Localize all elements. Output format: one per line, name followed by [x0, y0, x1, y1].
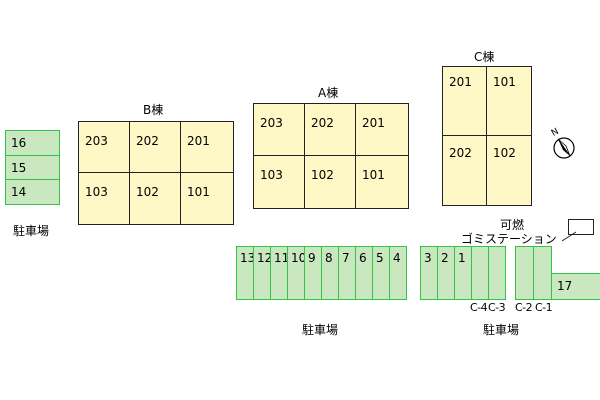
parking-slot-15[interactable]: 15	[5, 155, 60, 180]
unit-a-101[interactable]: 101	[362, 168, 385, 182]
unit-a-201[interactable]: 201	[356, 104, 408, 156]
parking-left: 16 15 14	[5, 130, 60, 205]
parking-slot-13[interactable]: 13	[236, 246, 255, 300]
parking-slot-1[interactable]: 1	[454, 246, 472, 300]
parking-bottom-right-b	[515, 246, 552, 300]
parking-slot-17[interactable]: 17	[551, 273, 600, 300]
unit-b-202[interactable]: 202	[130, 122, 181, 173]
parking-bottom-left-label: 駐車場	[302, 323, 339, 337]
parking-slot-14[interactable]: 14	[5, 179, 60, 205]
parking-slot-12[interactable]: 12	[253, 246, 272, 300]
unit-a-203[interactable]: 203	[254, 104, 305, 156]
parking-slot-8[interactable]: 8	[321, 246, 339, 300]
trash-label-line1: 可燃	[500, 218, 525, 232]
unit-b-203[interactable]: 203	[79, 122, 130, 173]
parking-slot-6[interactable]: 6	[355, 246, 373, 300]
unit-b-101[interactable]: 101	[187, 185, 210, 199]
parking-left-label: 駐車場	[13, 224, 50, 238]
unit-a-102[interactable]: 102	[305, 156, 356, 208]
building-b: 203 202 201 103 102 101	[78, 121, 234, 225]
parking-slot-3[interactable]: 3	[420, 246, 438, 300]
building-b-label: B棟	[143, 103, 164, 117]
parking-c1-label: C-1	[535, 301, 553, 314]
unit-b-201[interactable]: 201	[181, 122, 233, 173]
parking-slot-5[interactable]: 5	[372, 246, 390, 300]
parking-bottom-right-a: 3 2 1	[420, 246, 506, 300]
parking-slot-2[interactable]: 2	[437, 246, 455, 300]
compass-north-letter: N	[550, 127, 561, 139]
parking-slot-c1[interactable]	[533, 246, 552, 300]
parking-slot-9[interactable]: 9	[304, 246, 322, 300]
building-c-label: C棟	[474, 50, 495, 64]
parking-slot-c4[interactable]	[471, 246, 489, 300]
parking-slot-7[interactable]: 7	[338, 246, 356, 300]
building-a: 203 202 201 103 102 101	[253, 103, 409, 209]
parking-slot-4[interactable]: 4	[389, 246, 407, 300]
trash-station-box	[568, 219, 594, 235]
parking-c3-label: C-3	[488, 301, 506, 314]
parking-slot-11[interactable]: 11	[270, 246, 289, 300]
parking-c2-label: C-2	[515, 301, 533, 314]
parking-bottom-right-label: 駐車場	[483, 323, 520, 337]
unit-b-102[interactable]: 102	[130, 173, 181, 224]
parking-bottom-left: 13 12 11 10 9 8 7 6 5 4	[236, 246, 407, 300]
building-c: 201 101 202 102	[442, 66, 532, 206]
unit-c-101[interactable]: 101	[487, 67, 531, 136]
parking-slot-10[interactable]: 10	[287, 246, 306, 300]
unit-b-103[interactable]: 103	[79, 173, 130, 224]
unit-c-202[interactable]: 202	[443, 136, 487, 205]
parking-slot-c2[interactable]	[515, 246, 534, 300]
trash-label-line2: ゴミステーション	[461, 232, 557, 246]
trash-leader-line	[561, 231, 577, 242]
unit-c-102[interactable]: 102	[493, 146, 516, 160]
parking-slot-16[interactable]: 16	[5, 130, 60, 156]
unit-a-202[interactable]: 202	[305, 104, 356, 156]
unit-a-103[interactable]: 103	[254, 156, 305, 208]
unit-c-201[interactable]: 201	[443, 67, 487, 136]
building-a-label: A棟	[318, 86, 339, 100]
parking-slot-c3[interactable]	[488, 246, 506, 300]
parking-c4-label: C-4	[470, 301, 488, 314]
north-compass-icon: N	[550, 127, 575, 159]
